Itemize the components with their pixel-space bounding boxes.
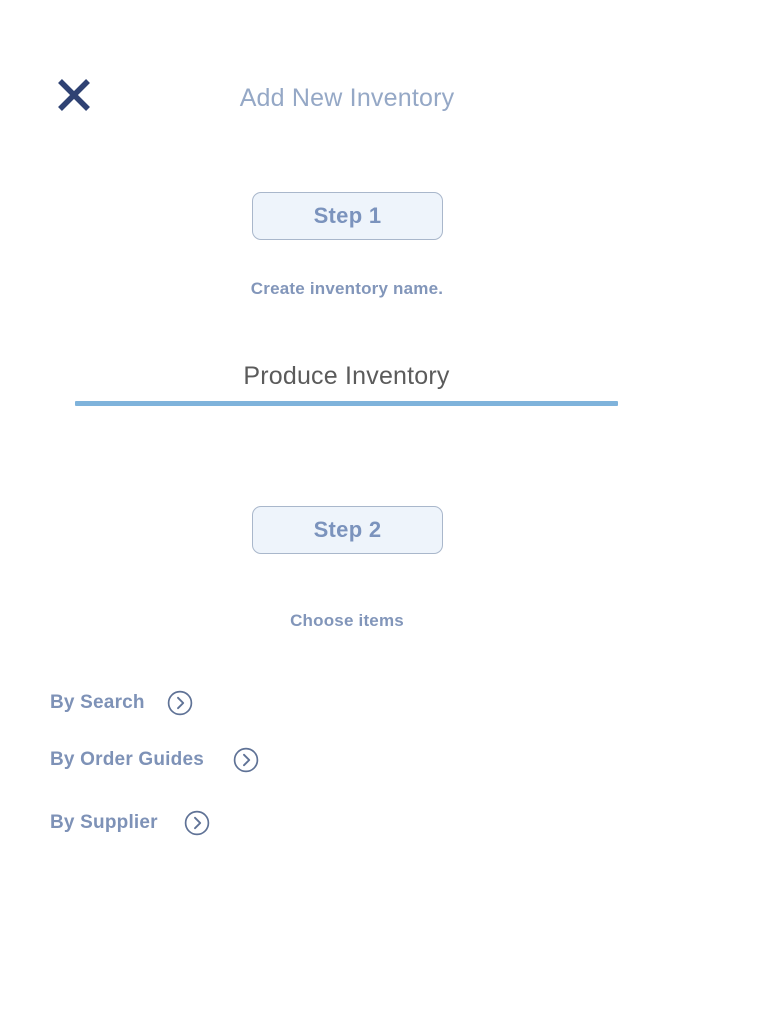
step-2-pill-label: Step 2 bbox=[313, 517, 382, 542]
step-2-caption: Choose items bbox=[290, 611, 404, 630]
step-1-caption: Create inventory name. bbox=[250, 279, 444, 298]
choice-item-label: By Order Guides bbox=[50, 749, 204, 770]
choice-item-by-order-guides[interactable]: By Order Guides bbox=[50, 747, 259, 773]
inventory-name-field[interactable]: Produce Inventory bbox=[75, 362, 618, 406]
inventory-name-value[interactable]: Produce Inventory bbox=[243, 362, 450, 390]
chevron-right-circle-icon[interactable] bbox=[184, 810, 210, 836]
choice-item-label: By Search bbox=[50, 692, 145, 713]
screen-header: Add New Inventory bbox=[0, 0, 774, 150]
chevron-right-circle-icon[interactable] bbox=[233, 747, 259, 773]
inventory-name-underline bbox=[75, 401, 618, 406]
close-button[interactable] bbox=[52, 73, 96, 117]
close-x-icon bbox=[55, 76, 93, 114]
step-1-pill-label: Step 1 bbox=[313, 203, 382, 228]
step-2-pill[interactable]: Step 2 bbox=[252, 506, 443, 554]
choice-item-by-search[interactable]: By Search bbox=[50, 690, 193, 716]
chevron-right-circle-icon[interactable] bbox=[167, 690, 193, 716]
page-title: Add New Inventory bbox=[239, 84, 455, 112]
step-1-pill[interactable]: Step 1 bbox=[252, 192, 443, 240]
choice-item-label: By Supplier bbox=[50, 812, 158, 833]
choice-item-by-supplier[interactable]: By Supplier bbox=[50, 810, 210, 836]
